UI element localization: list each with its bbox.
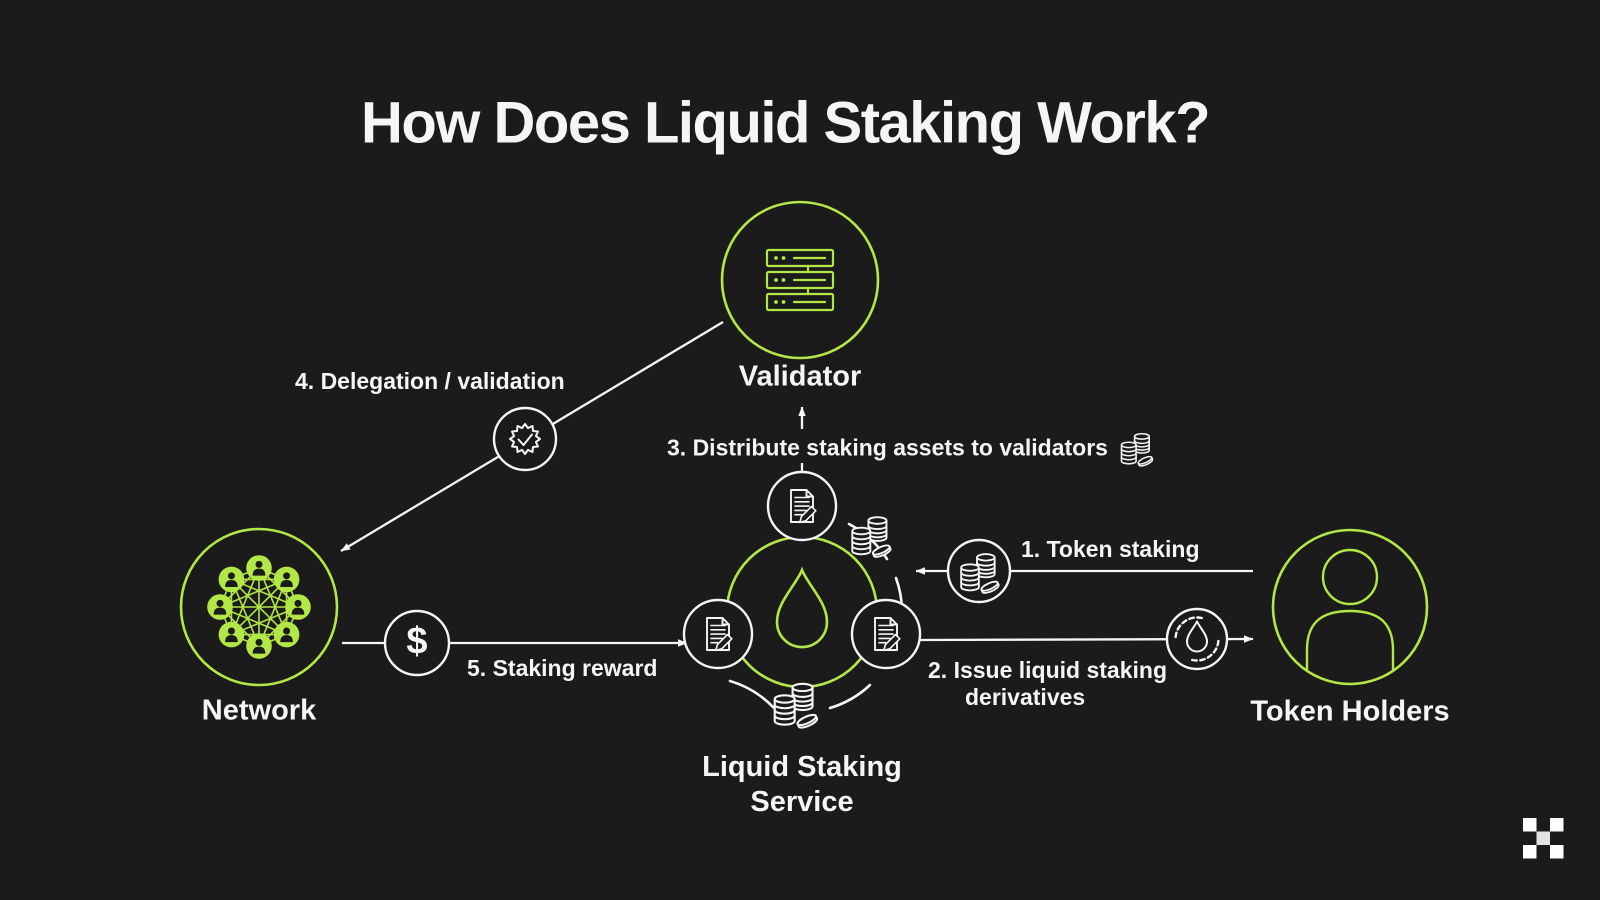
badge-check-icon: [492, 406, 558, 472]
document-icon: [706, 617, 733, 652]
dollar-sign-icon: [383, 609, 451, 677]
liquid-staking-service-label: Liquid Staking Service: [702, 751, 902, 818]
step3-label: 3. Distribute staking assets to validato…: [667, 428, 1155, 469]
token-holders-label: Token Holders: [1250, 695, 1450, 728]
network-label: Network: [201, 694, 317, 727]
network-users-icon: [207, 555, 311, 659]
user-icon: [1305, 548, 1395, 670]
step2-label: 2. Issue liquid staking derivatives: [928, 657, 1168, 710]
validator-circle: [720, 200, 880, 360]
dollar-sign-glyph: $: [406, 620, 428, 663]
step1-label: 1. Token staking: [1021, 536, 1200, 562]
coins-icon: [851, 516, 893, 560]
document-icon: [874, 617, 901, 652]
droplet-progress-icon: [1165, 607, 1229, 671]
coins-circle-icon: [946, 538, 1012, 604]
step4-label: 4. Delegation / validation: [295, 368, 565, 394]
coins-icon: [1120, 432, 1155, 469]
step5-label: 5. Staking reward: [467, 655, 658, 681]
validator-label: Validator: [738, 360, 862, 393]
network-circle: [179, 527, 339, 687]
coins-icon: [773, 682, 820, 731]
page-title: How Does Liquid Staking Work?: [360, 90, 1211, 156]
document-icon: [790, 489, 817, 524]
okx-logo: [1523, 818, 1564, 859]
contract-circles: [682, 470, 922, 670]
service-circle: [725, 535, 879, 689]
token-holders-circle: [1271, 528, 1429, 686]
server-icon: [765, 248, 835, 312]
droplet-icon: [775, 566, 829, 649]
